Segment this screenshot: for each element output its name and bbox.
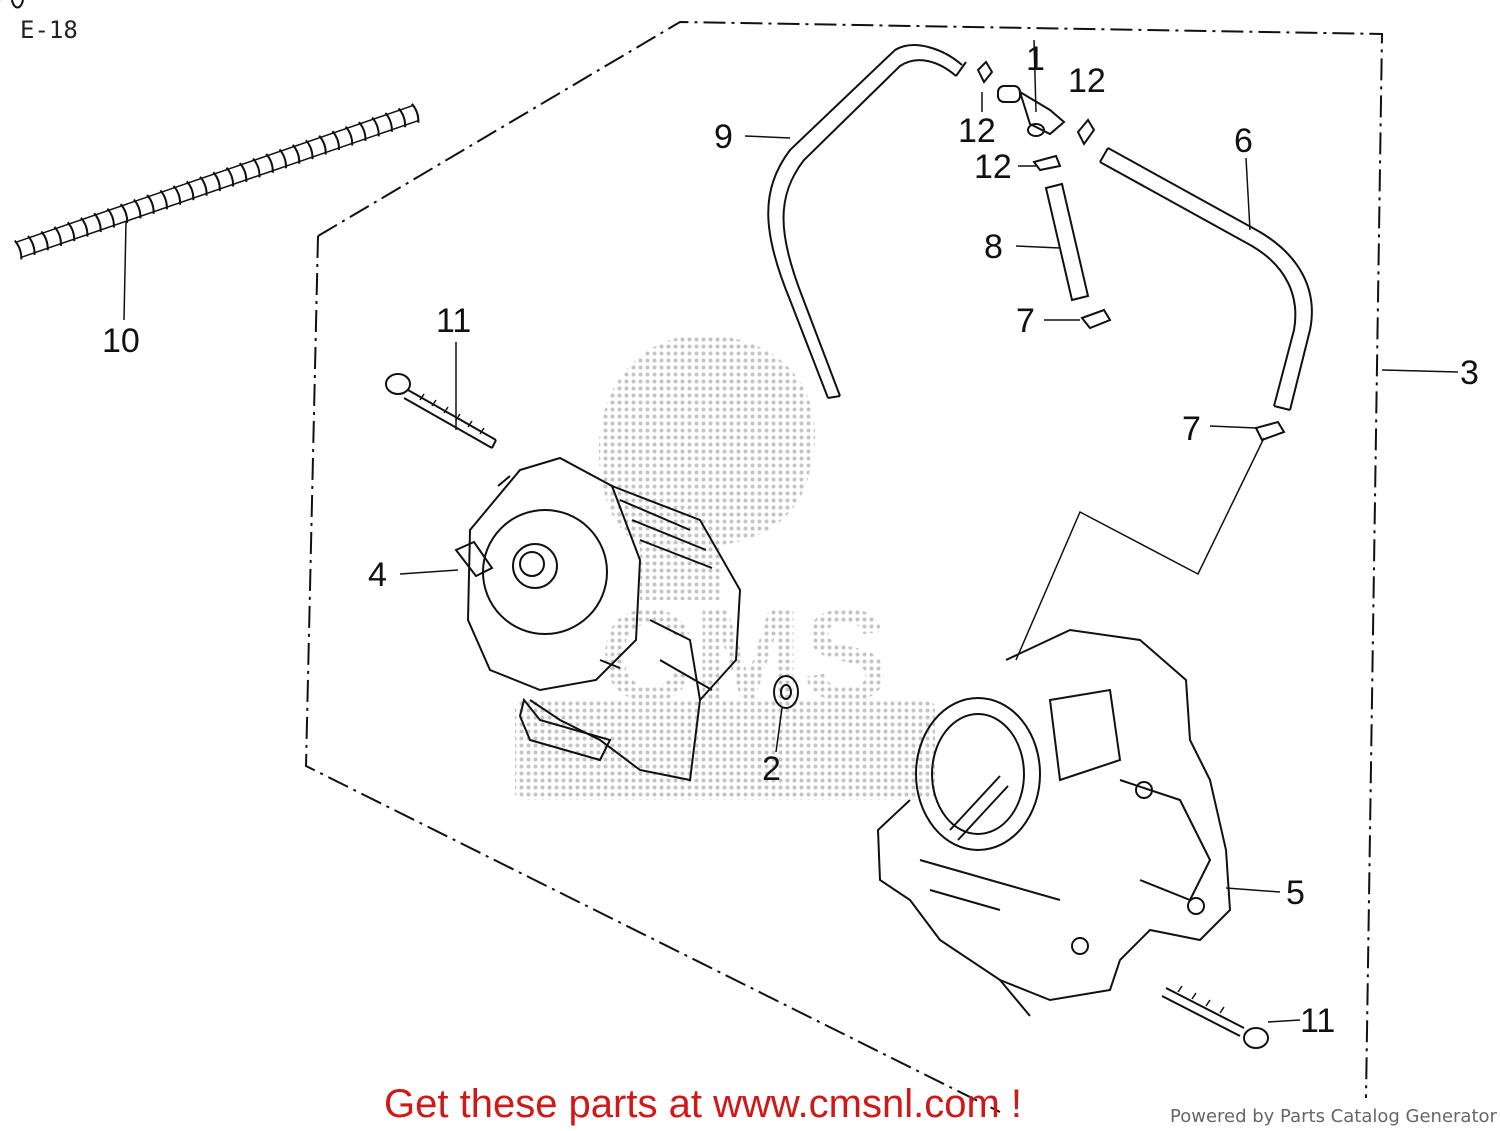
spring-part-10 [0,0,420,321]
callout-part-3: 3 [1460,354,1479,392]
assembly-outline [304,20,1384,1113]
carburetor-part-4 [399,456,742,782]
powered-by-text: Powered by Parts Catalog Generator [1170,1106,1497,1127]
tube-part-8 [1015,182,1090,302]
callout-part-4: 4 [368,556,387,594]
page-code: E-18 [20,16,78,44]
callout-part-10: 10 [102,322,140,360]
carburetor-part-5 [876,628,1281,1017]
callout-part-11b: 11 [1300,1002,1335,1040]
callout-part-1: 1 [1026,40,1045,78]
callout-part-7b: 7 [1182,410,1201,448]
callout-part-12a: 12 [1068,62,1106,100]
callout-part-5: 5 [1286,874,1305,912]
clip-part-7 [1015,308,1286,661]
callout-part-7a: 7 [1016,302,1035,340]
callout-part-2: 2 [762,750,781,788]
washer-part-2 [773,675,799,753]
callout-part-12c: 12 [974,148,1012,186]
clip-part-12 [976,60,1096,172]
cms-watermark: CMS [515,334,935,800]
tube-part-6 [1099,147,1313,411]
watermark-text: CMS [600,582,889,728]
fitting-part-1 [997,39,1066,137]
callout-part-8: 8 [984,228,1003,266]
callout-part-12b: 12 [958,112,996,150]
callout-part-9: 9 [714,118,733,156]
bolt-part-11-upper [385,342,497,449]
bolt-part-11-lower [1161,985,1301,1049]
leader-part-3 [1381,369,1459,373]
callout-part-11a: 11 [436,302,471,340]
callout-part-6: 6 [1234,122,1253,160]
promo-link[interactable]: Get these parts at www.cmsnl.com ! [384,1082,1022,1126]
tube-part-9 [744,44,967,399]
